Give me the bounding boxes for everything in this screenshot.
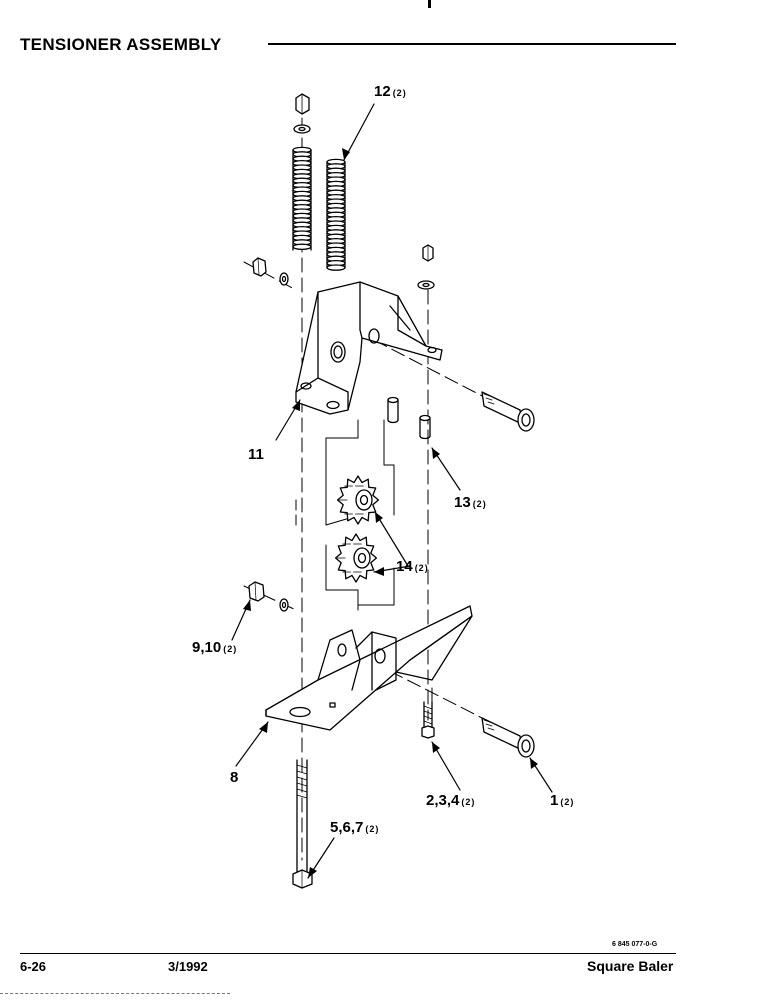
spring-right-icon — [326, 158, 346, 271]
product-name: Square Baler — [587, 958, 674, 974]
callout-12: 12(2) — [374, 83, 407, 100]
top-nut-icon — [293, 93, 311, 134]
callout-14: 14(2) — [396, 558, 429, 575]
carriage-bolt-icon — [292, 759, 313, 889]
spring-left-icon — [292, 146, 312, 251]
lower-side-nut-icon — [248, 581, 289, 612]
leader-lines — [231, 103, 553, 879]
spacer-tube-icon — [387, 396, 431, 440]
page-number: 6-26 — [20, 959, 47, 974]
page-top-mark — [428, 0, 431, 8]
revision-date: 3/1992 — [168, 959, 208, 974]
callout-2-3-4: 2,3,4(2) — [426, 792, 475, 809]
callout-13: 13(2) — [454, 494, 487, 511]
upper-bracket-icon — [295, 281, 443, 415]
callout-labels: 12(2) 11 13(2) 14(2) 9,10(2) 8 2,3,4(2) … — [192, 83, 574, 836]
base-plate-icon — [265, 605, 473, 731]
page-title: TENSIONER ASSEMBLY — [20, 35, 222, 54]
callout-11: 11 — [248, 446, 264, 463]
small-cap-screw-icon — [421, 701, 435, 739]
callout-5-6-7: 5,6,7(2) — [330, 819, 379, 836]
leader-arrowheads — [243, 148, 538, 878]
footer-rule — [20, 953, 676, 954]
upper-shoulder-bolt-icon — [481, 391, 535, 432]
scan-edge-artifact — [0, 993, 230, 996]
callout-1: 1(2) — [550, 792, 574, 809]
title-rule — [268, 43, 676, 45]
callout-8: 8 — [230, 769, 238, 786]
part-code: 6 845 077-0-G — [612, 941, 658, 948]
gear-roller-upper-icon — [336, 475, 380, 525]
lower-shoulder-bolt-icon — [481, 717, 535, 758]
callout-9-10: 9,10(2) — [192, 639, 237, 656]
small-top-nut-icon — [417, 244, 435, 290]
gear-roller-lower-icon — [334, 533, 378, 583]
upper-side-nut-icon — [252, 257, 289, 286]
roller-plate-outlines — [295, 419, 395, 611]
